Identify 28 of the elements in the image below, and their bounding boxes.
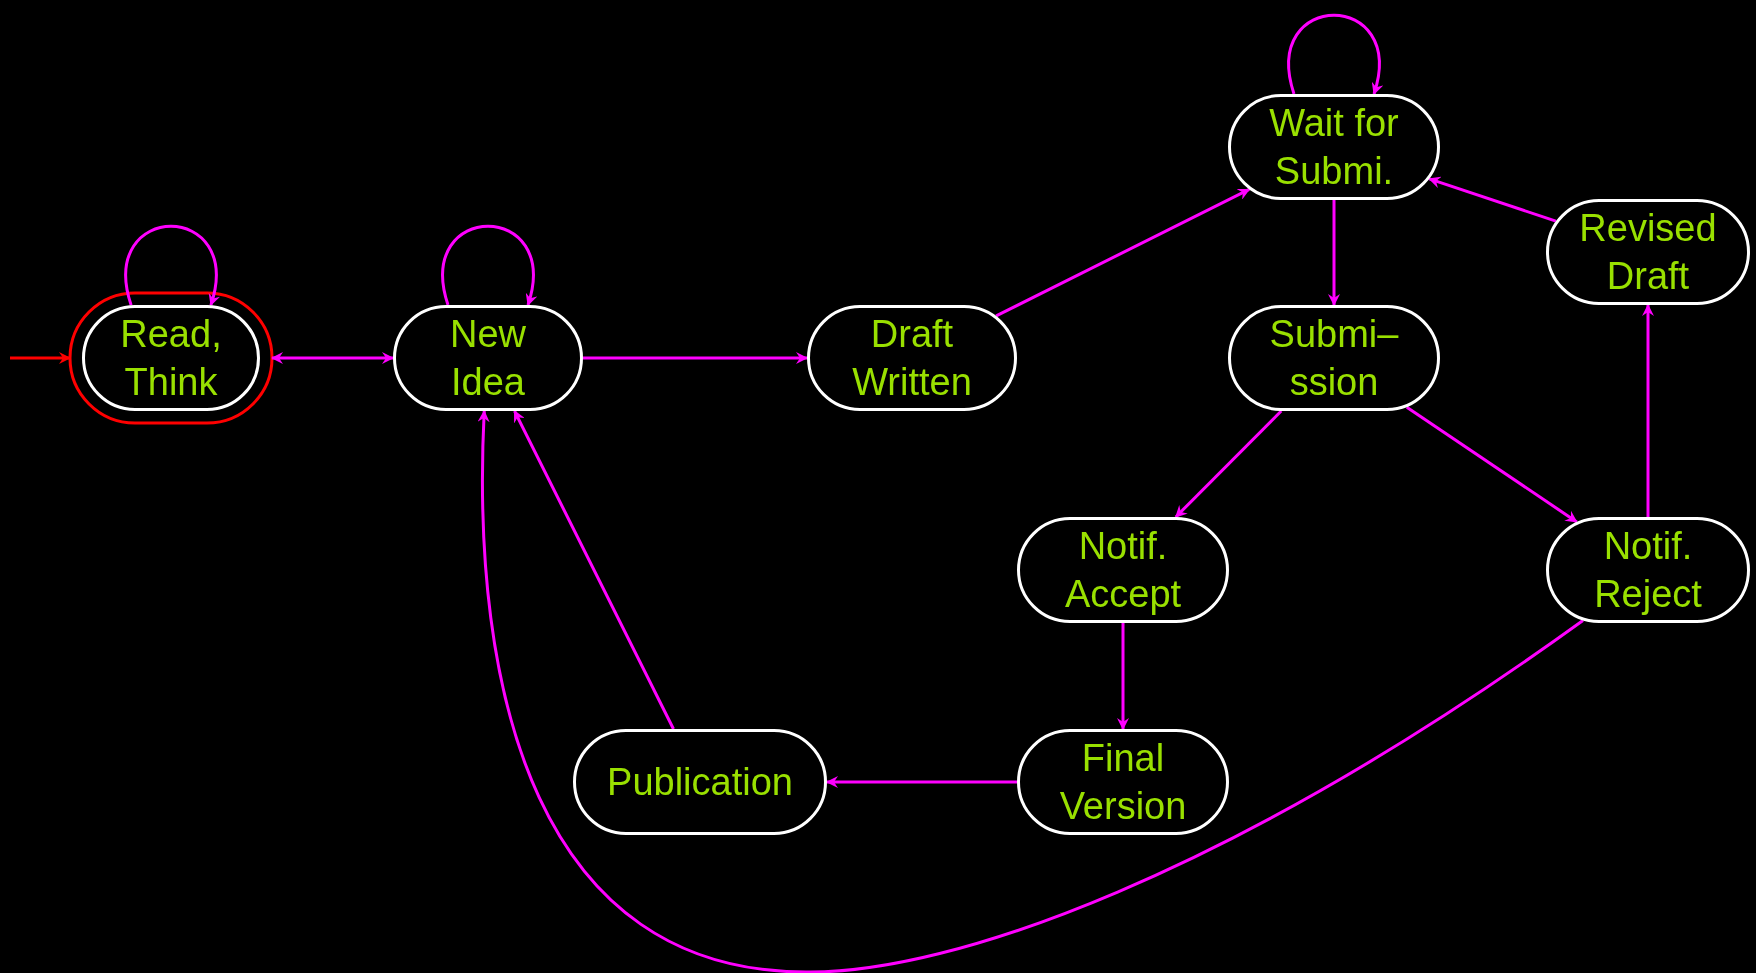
state-label: Publication: [607, 760, 793, 805]
arrow: [995, 188, 1251, 318]
state-label: Wait for Submi.: [1268, 101, 1400, 194]
arrow: [1287, 13, 1383, 95]
arrow: [1642, 304, 1654, 517]
arrow: [124, 224, 220, 307]
state-label: Final Version: [1058, 736, 1188, 829]
state-label: Notif. Accept: [1063, 524, 1183, 617]
arrow: [10, 352, 71, 364]
state-label: New Idea: [449, 312, 527, 405]
arrow: [1328, 200, 1340, 306]
state-label: Draft Written: [851, 312, 973, 405]
arrow: [1117, 623, 1129, 730]
arrow: [477, 410, 1584, 973]
arrow: [513, 410, 675, 730]
state-label: Read, Think: [119, 312, 223, 405]
state-node: [1228, 94, 1440, 200]
arrow: [826, 776, 1017, 788]
state-label: Notif. Reject: [1593, 524, 1703, 617]
arrow: [1174, 409, 1283, 519]
arrow: [583, 352, 808, 364]
state-label: Revised Draft: [1578, 206, 1718, 299]
arrow: [441, 224, 537, 306]
arrow: [271, 352, 394, 364]
arrow: [1405, 405, 1578, 524]
state-node: [82, 305, 260, 411]
arrow: [1428, 176, 1557, 223]
state-label: Submi–ssion: [1268, 312, 1400, 405]
